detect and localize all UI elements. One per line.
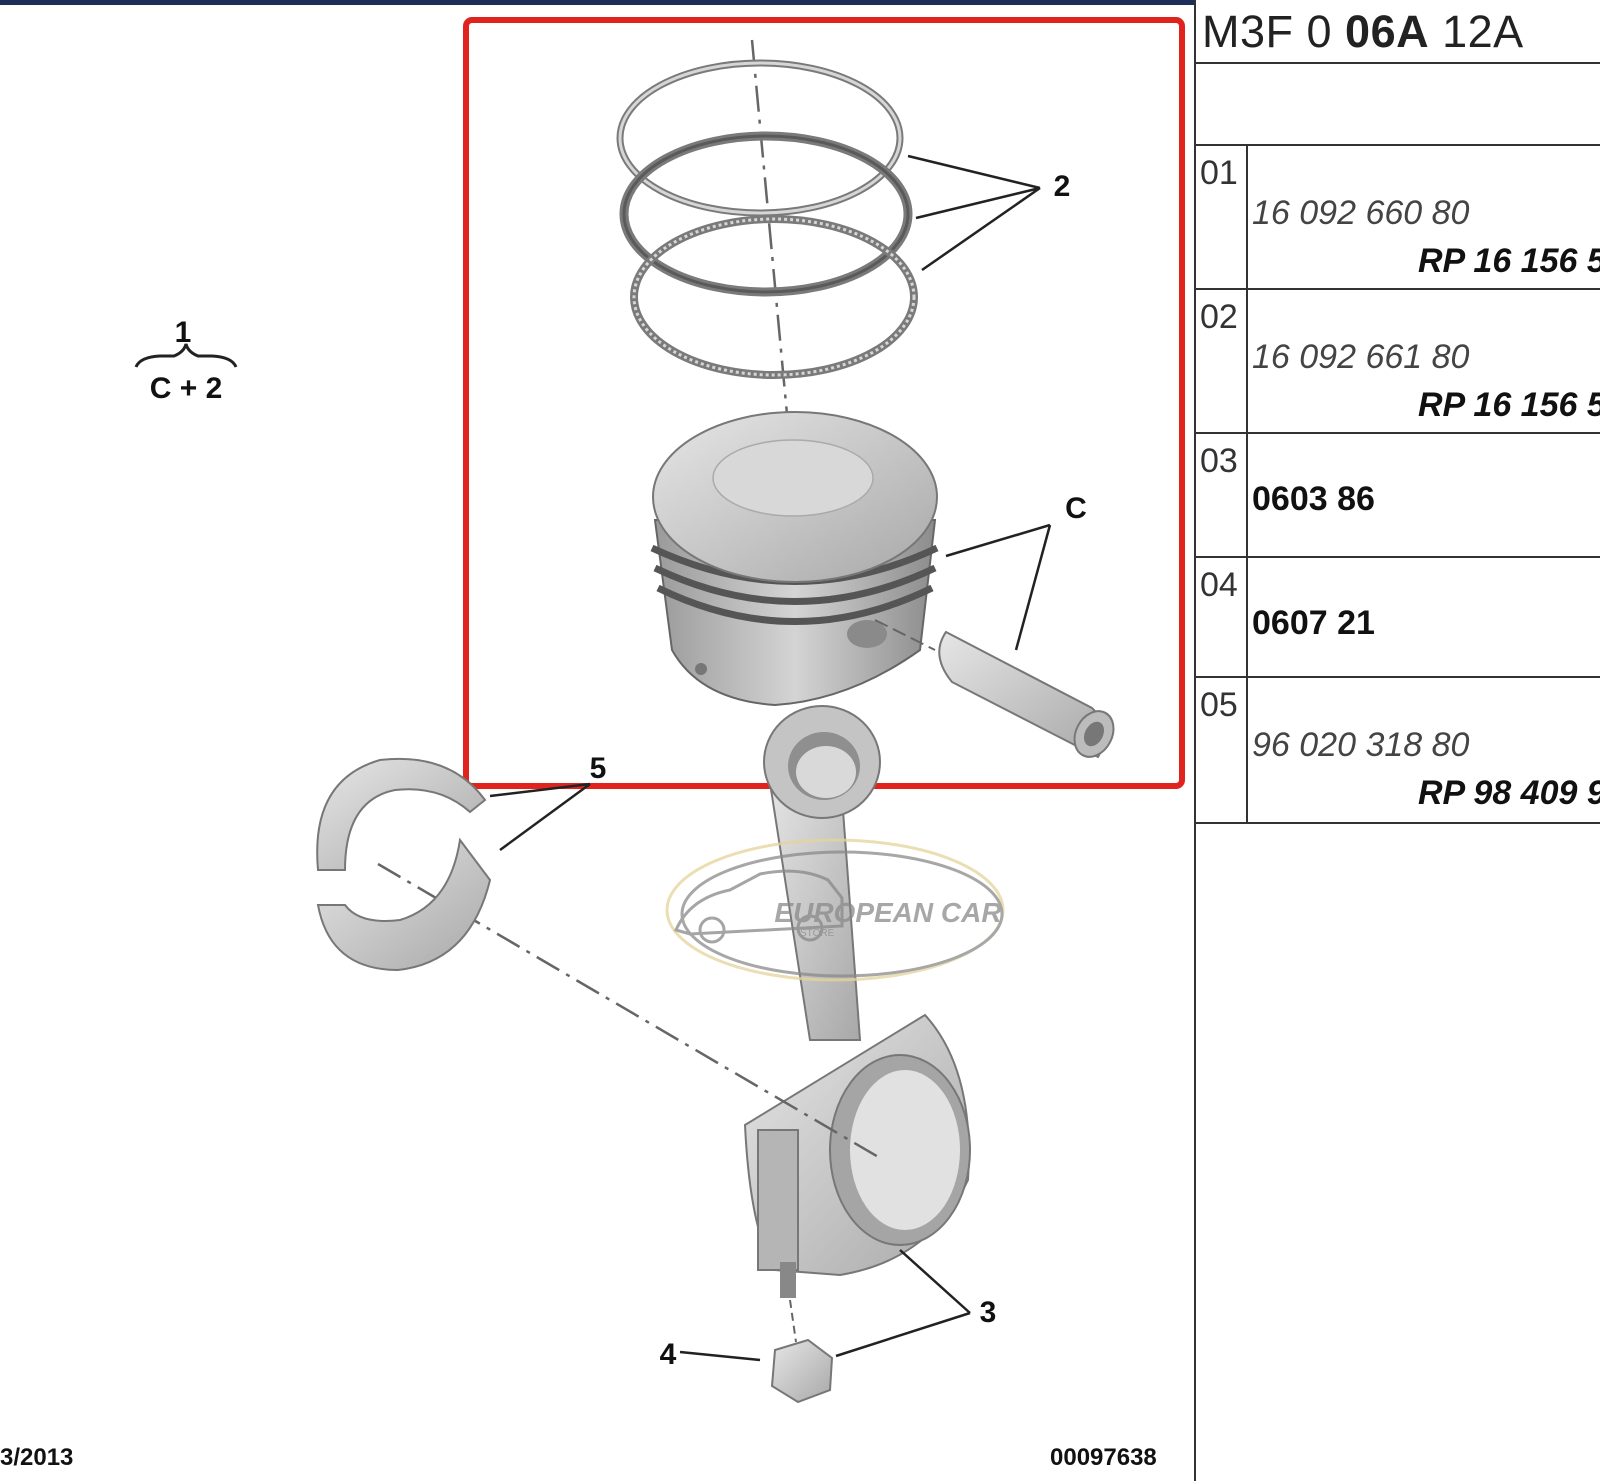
bearing-shells	[316, 757, 492, 972]
callout-3: 3	[980, 1296, 997, 1329]
nut	[770, 1338, 834, 1404]
nut-axis	[789, 1299, 797, 1343]
callout-1: 1	[175, 316, 192, 349]
footer-date: 3/2013	[0, 1444, 74, 1471]
row-rp-number: RP 16 156 5	[1418, 242, 1600, 280]
table-row[interactable]: 04 0607 21	[1196, 556, 1600, 676]
callout-5: 5	[590, 752, 607, 785]
top-bar	[0, 0, 1196, 5]
parts-table: M3F 0 06A 12A 01 16 092 660 80 RP 16 156…	[1196, 0, 1600, 1481]
row-reference: 96 020 318 80	[1252, 726, 1470, 764]
table-row[interactable]: 02 16 092 661 80 RP 16 156 5	[1196, 288, 1600, 432]
connecting-rod	[743, 705, 971, 1298]
exploded-parts-diagram: 1 C + 2 2 C 5 3 4 EUROPEAN CAR STORE	[0, 0, 1196, 1481]
row-reference: 0603 86	[1252, 480, 1375, 518]
watermark-logo: EUROPEAN CAR STORE	[665, 838, 1005, 982]
table-row[interactable]: 05 96 020 318 80 RP 98 409 9	[1196, 676, 1600, 824]
piston-rings	[616, 59, 918, 379]
row-number: 01	[1200, 154, 1238, 192]
leader-lines	[489, 154, 1052, 1362]
row-rp-number: RP 16 156 5	[1418, 386, 1600, 424]
callout-4: 4	[660, 1338, 677, 1371]
callout-c-plus-2: C + 2	[150, 372, 223, 405]
table-row[interactable]: 01 16 092 660 80 RP 16 156 5	[1196, 144, 1600, 288]
bracket	[134, 343, 238, 368]
callout-2: 2	[1054, 170, 1071, 203]
footer-code: 00097638	[1050, 1444, 1157, 1471]
row-number: 05	[1200, 686, 1238, 724]
row-number: 02	[1200, 298, 1238, 336]
header-spacer-row	[1196, 62, 1600, 146]
row-rp-number: RP 98 409 9	[1418, 774, 1600, 812]
row-number: 04	[1200, 566, 1238, 604]
row-number: 03	[1200, 442, 1238, 480]
row-reference: 0607 21	[1252, 604, 1375, 642]
row-reference: 16 092 660 80	[1252, 194, 1470, 232]
watermark-sub: STORE	[800, 928, 835, 939]
piston-pin	[874, 619, 1115, 759]
callout-c: C	[1065, 492, 1087, 525]
row-reference: 16 092 661 80	[1252, 338, 1470, 376]
engine-code: M3F 0 06A 12A	[1202, 6, 1524, 57]
piston	[650, 411, 939, 707]
watermark-brand: EUROPEAN CAR	[774, 897, 1002, 928]
table-row[interactable]: 03 0603 86	[1196, 432, 1600, 556]
